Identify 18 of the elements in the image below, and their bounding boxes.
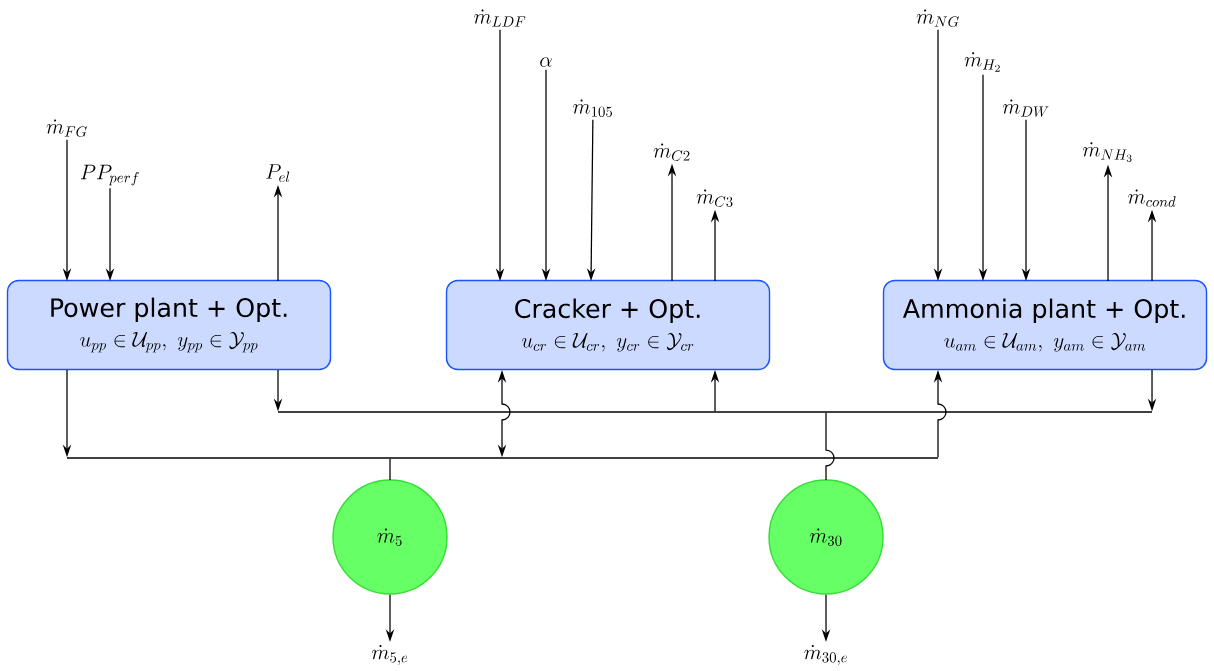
flow-label: $\dot{m}_{C3}$ [696, 189, 733, 207]
flow-label: $\dot{m}_{NH_3}$ [1083, 142, 1132, 162]
flow-label: $\dot{m}_{C2}$ [653, 143, 690, 161]
flow-label: $\dot{m}_{LDF}$ [474, 9, 526, 27]
flow-label: $\dot{m}_{5,e}$ [372, 644, 408, 665]
process-box: Power plant + Opt. $u_{pp} \in \mathcal{U}_{pp},\ y_{pp} \in \mathcal{Y}_{pp}$ [6, 279, 332, 371]
flow-label: $P_{el}$ [266, 164, 290, 182]
process-box: Ammonia plant + Opt. $u_{am} \in \mathcal{U}_{am},\ y_{am} \in \mathcal{Y}_{am}$ [882, 279, 1208, 371]
flow-label: $\dot{m}_{cond}$ [1128, 189, 1176, 207]
flow-label: $\alpha$ [540, 57, 552, 67]
flow-label: $\dot{m}_{H_2}$ [964, 52, 1000, 72]
flow-label: $PP_{perf}$ [80, 164, 139, 186]
process-box: Cracker + Opt. $u_{cr} \in \mathcal{U}_{cr},\ y_{cr} \in \mathcal{Y}_{cr}$ [445, 279, 771, 371]
flow-label: $\dot{m}_{DW}$ [1002, 99, 1049, 117]
flow-label: $\dot{m}_{105}$ [573, 99, 612, 117]
flow-label: $\dot{m}_{NG}$ [916, 9, 959, 27]
flow-label: $\dot{m}_{30,e}$ [804, 644, 848, 665]
flow-label: $\dot{m}_{FG}$ [46, 119, 87, 137]
